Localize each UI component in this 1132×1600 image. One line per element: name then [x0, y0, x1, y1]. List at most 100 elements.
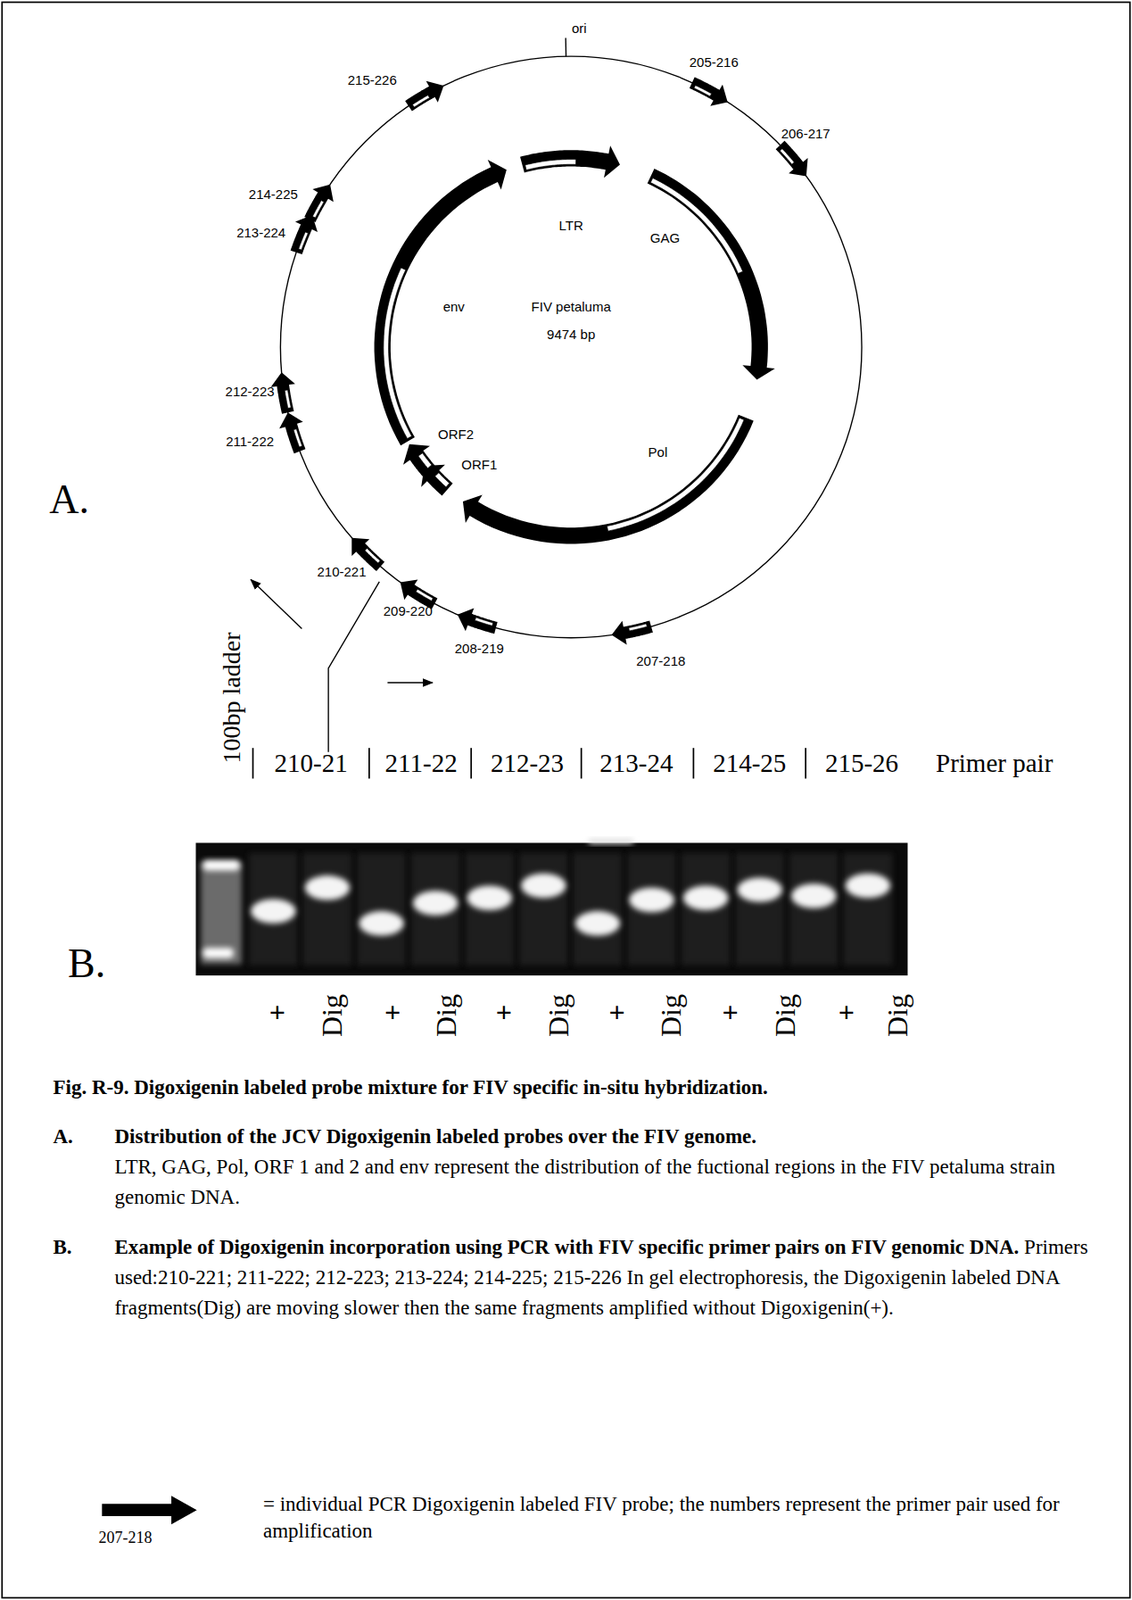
lane-glow — [303, 852, 353, 966]
probe-arrow-inner — [412, 95, 430, 108]
gel-label: 212-23 — [490, 750, 564, 777]
ladder-smear — [200, 861, 242, 964]
ladder-band — [203, 859, 240, 870]
dna-band — [358, 910, 404, 935]
probe-arrow-inner — [779, 148, 794, 165]
map-label: 210-221 — [316, 564, 366, 579]
gel-label: 211-22 — [385, 750, 458, 777]
dna-band — [683, 885, 728, 910]
caption-block: Fig. R-9. Digoxigenin labeled probe mixt… — [52, 1073, 1107, 1323]
map-label: 208-219 — [454, 640, 505, 654]
lane-glow — [248, 852, 298, 966]
caption-heading: Distribution of the JCV Digoxigenin labe… — [114, 1124, 757, 1148]
gel-label: Dig — [431, 993, 461, 1037]
lane-glow — [627, 852, 677, 966]
gel-label: + — [609, 997, 626, 1026]
lane-separator — [580, 747, 583, 778]
probe-arrow — [279, 412, 306, 454]
probe-arrow — [689, 76, 728, 106]
map-label: 209-220 — [383, 603, 433, 617]
probe-arrow-inner — [694, 85, 712, 97]
gene-arrow-inner — [606, 417, 744, 531]
dna-band — [305, 875, 350, 900]
dna-band — [520, 873, 566, 898]
gene-arrow — [520, 145, 620, 178]
map-label: FIV petaluma — [531, 298, 612, 313]
gel-label: Dig — [770, 993, 800, 1037]
lane-glow — [356, 852, 406, 966]
map-label: 207-218 — [636, 652, 686, 667]
panel-label: B. — [67, 942, 106, 984]
gel-label: 100bp ladder — [219, 631, 245, 763]
map-label: 212-223 — [225, 383, 275, 397]
lane-glow — [464, 852, 514, 966]
caption-item: A. Distribution of the JCV Digoxigenin la… — [52, 1121, 1107, 1213]
dna-band — [413, 890, 458, 915]
gel-label: Dig — [317, 993, 347, 1037]
probe-arrow-inner — [364, 547, 381, 562]
probe-arrow-inner — [293, 429, 303, 447]
gel-label: 210-21 — [274, 750, 348, 777]
caption-heading: Example of Digoxigenin incorporation usi… — [114, 1235, 1019, 1258]
probe-arrow-inner — [284, 389, 291, 409]
probe-arrow — [776, 140, 809, 177]
dna-band — [737, 876, 783, 901]
gel-label: Primer pair — [935, 750, 1053, 777]
gel-label: 213-24 — [599, 750, 673, 777]
map-label: 211-222 — [225, 433, 274, 447]
map-label: 9474 bp — [546, 326, 595, 340]
gene-arrow-inner — [650, 177, 743, 273]
probe-arrow-inner — [415, 588, 433, 601]
gel-background — [196, 842, 909, 976]
probe-arrow — [404, 81, 444, 112]
gel-label: + — [838, 997, 855, 1026]
map-label: LTR — [559, 217, 584, 232]
dna-band — [467, 885, 513, 910]
caption-panel-label: A. — [52, 1121, 73, 1152]
probe-arrow — [271, 371, 296, 414]
legend-text: = individual PCR Digoxigenin labeled FIV… — [263, 1490, 1080, 1545]
lane-glow — [519, 852, 569, 966]
gene-arrow — [374, 159, 507, 446]
lane-separator — [252, 747, 255, 778]
legend-arrow — [101, 1495, 197, 1524]
direction-arrow — [250, 579, 302, 629]
gene-arrow — [647, 168, 776, 381]
gel-label: + — [495, 997, 513, 1026]
gene-arrow-inner — [383, 267, 413, 439]
gel-label: 214-25 — [712, 750, 786, 777]
map-label: 213-224 — [236, 224, 286, 239]
lane-glow — [842, 852, 893, 966]
ladder-band — [203, 947, 234, 958]
dna-band — [250, 898, 296, 923]
leader-line — [328, 581, 380, 752]
figure-title: Fig. R-9. Digoxigenin labeled probe mixt… — [52, 1073, 989, 1102]
genome-circle — [280, 56, 862, 638]
gel-label: Dig — [883, 993, 912, 1037]
gel-label: Dig — [544, 993, 573, 1037]
map-label: ORF2 — [437, 426, 474, 440]
dna-band — [575, 910, 620, 935]
gel-label: + — [384, 997, 401, 1026]
map-label: Pol — [648, 445, 669, 459]
caption-body: LTR, GAG, Pol, ORF 1 and 2 and env repre… — [114, 1155, 1056, 1208]
gene-arrow — [403, 444, 435, 477]
direction-arrow — [387, 681, 432, 683]
gene-arrow — [462, 414, 754, 545]
map-label: env — [443, 298, 465, 313]
gel-label: Dig — [656, 993, 686, 1037]
probe-arrow — [304, 184, 334, 223]
panel-label: A. — [49, 479, 90, 521]
probe-arrow — [611, 620, 653, 645]
probe-arrow-inner — [474, 617, 493, 626]
dna-band — [791, 883, 836, 908]
genome-map — [250, 38, 862, 779]
map-label: 215-226 — [347, 73, 397, 87]
probe-arrow — [457, 607, 498, 634]
map-label: 205-216 — [689, 54, 739, 68]
lane-glow — [681, 852, 731, 966]
probe-arrow-inner — [628, 623, 648, 631]
dna-band — [628, 887, 674, 912]
